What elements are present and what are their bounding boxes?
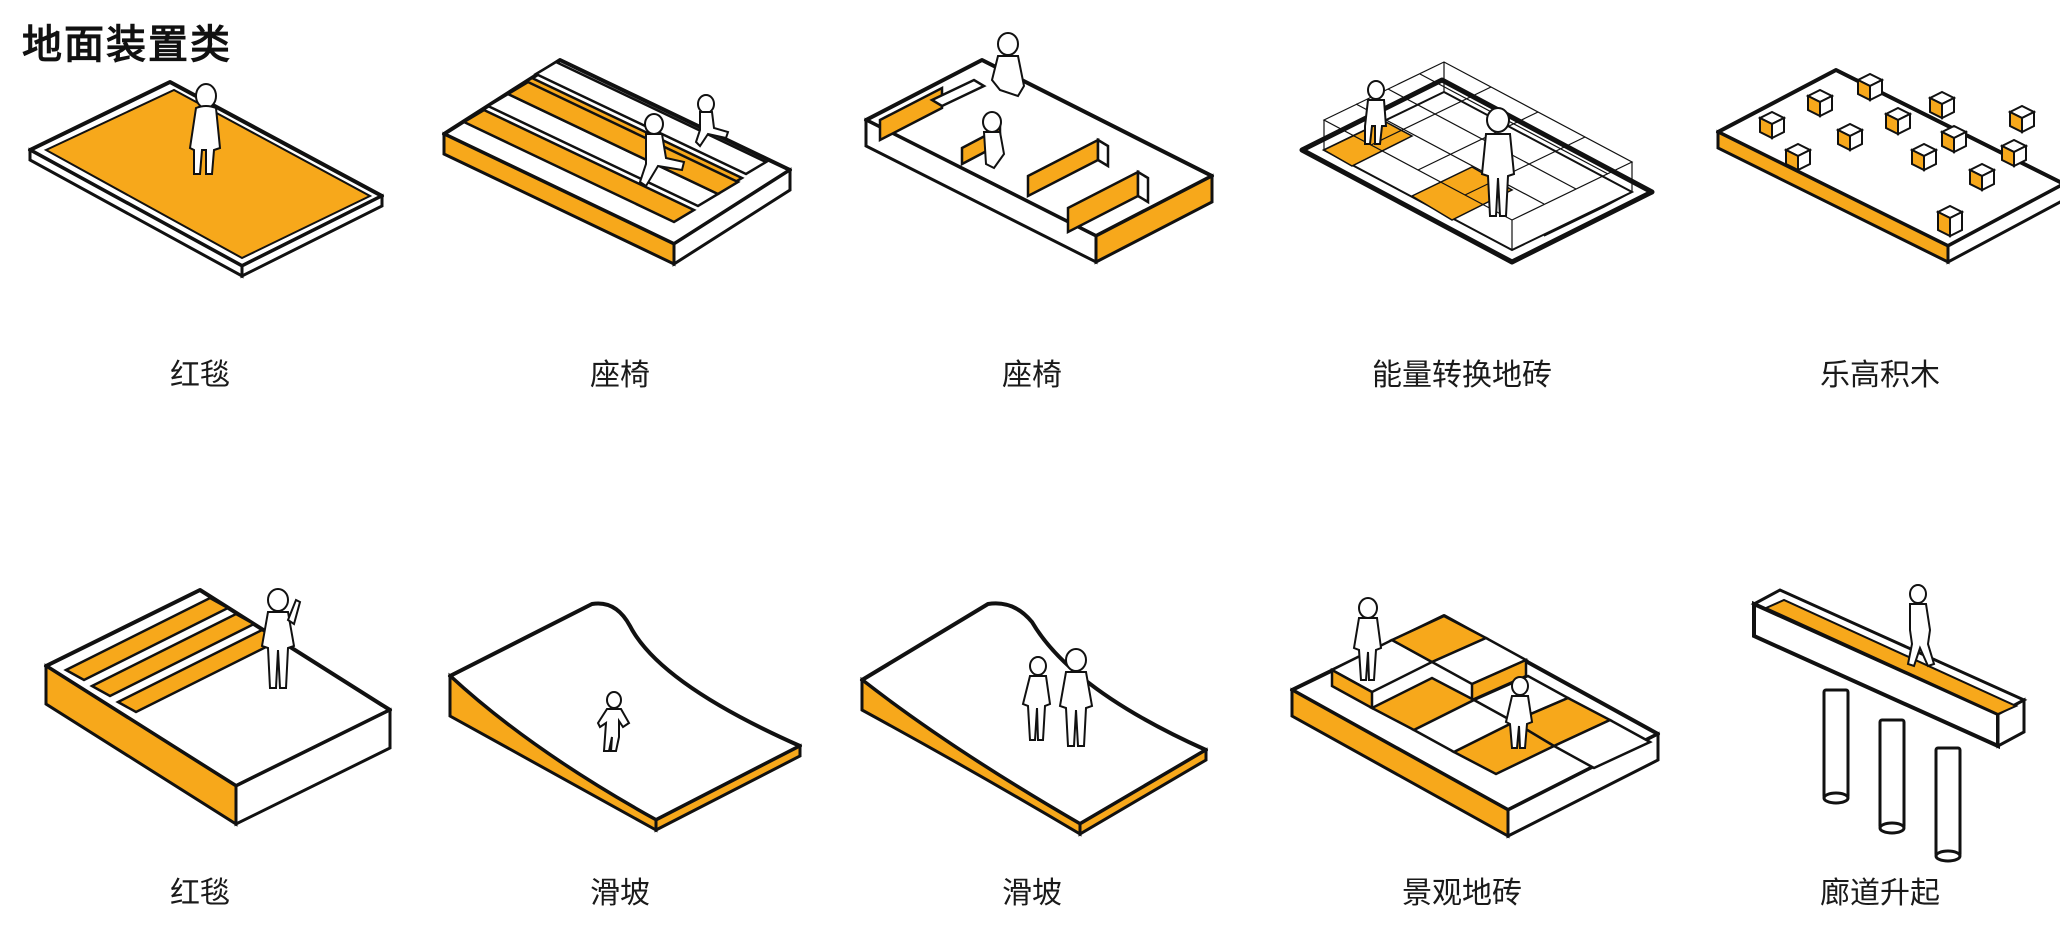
caption-lego-blocks: 乐高积木: [1820, 358, 1940, 393]
page-title: 地面装置类: [22, 22, 232, 68]
caption-slope-2: 滑坡: [1002, 876, 1062, 911]
curved-slope-icon: [448, 601, 802, 833]
caption-energy-tiles: 能量转换地砖: [1372, 358, 1552, 393]
stepped-red-carpet-icon: [44, 588, 392, 827]
lego-block-cubes-icon: [1716, 68, 2060, 265]
diagram-block-seating: 座椅: [832, 0, 1232, 393]
block-bench-seating-icon: [864, 32, 1214, 265]
energy-grid-floor-tiles-icon: [1299, 61, 1655, 265]
diagram-landscape-tiles: 景观地砖: [1262, 560, 1662, 950]
red-carpet-platform-icon: [28, 80, 384, 279]
diagram-lego-blocks: 乐高积木: [1680, 0, 2060, 393]
caption-landscape-tiles: 景观地砖: [1402, 876, 1522, 911]
raised-corridor-icon: [1750, 584, 2028, 863]
stepped-bench-seating-icon: [442, 58, 792, 267]
caption-seating-2: 座椅: [1002, 358, 1062, 393]
landscape-checker-tiles-icon: [1290, 597, 1660, 839]
diagram-energy-tiles: 能量转换地砖: [1262, 0, 1662, 393]
diagram-stepped-seating: 座椅: [420, 0, 820, 393]
caption-slope-1: 滑坡: [590, 876, 650, 911]
caption-red-carpet: 红毯: [170, 358, 230, 393]
caption-stepped-carpet: 红毯: [170, 876, 230, 911]
diagram-gentle-slope: 滑坡: [832, 560, 1232, 950]
diagram-curved-slope: 滑坡: [420, 560, 820, 950]
diagram-raised-corridor: 廊道升起: [1680, 560, 2060, 950]
caption-raised-corridor: 廊道升起: [1820, 876, 1940, 911]
caption-seating-1: 座椅: [590, 358, 650, 393]
diagram-stepped-carpet: 红毯: [0, 560, 400, 950]
gentle-slope-icon: [860, 601, 1208, 837]
diagram-red-carpet: 红毯: [0, 0, 400, 393]
